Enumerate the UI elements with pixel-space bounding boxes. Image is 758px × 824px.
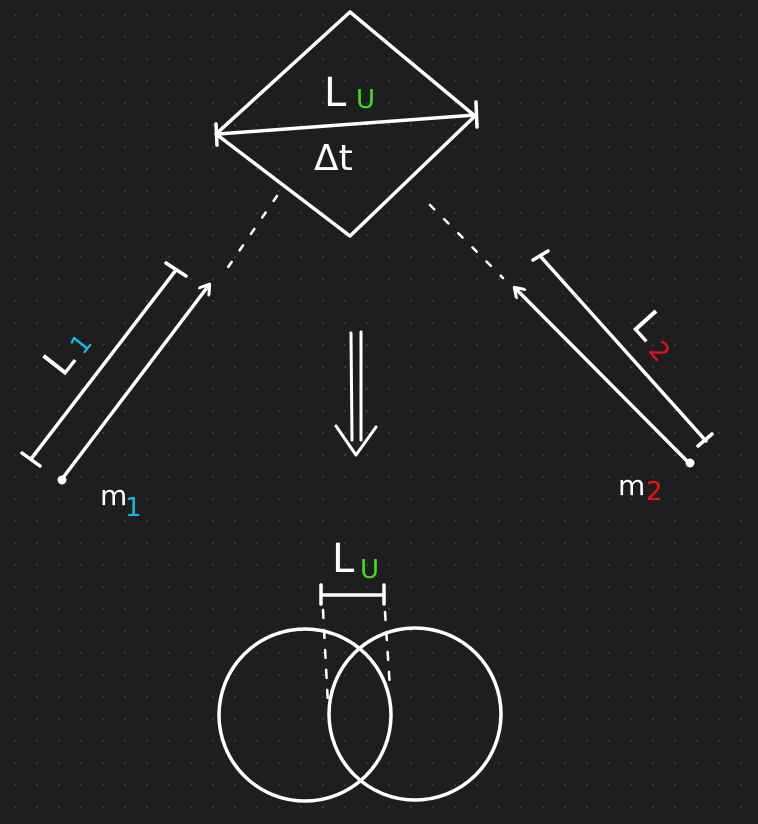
- mass-1-point: [57, 475, 67, 485]
- diamond-span-tick-left: [214, 122, 219, 147]
- right-body-circle: [327, 626, 503, 802]
- overlap-guide-left: [321, 608, 330, 707]
- left-length-tick-top: [164, 261, 188, 278]
- diamond-span-tick-right: [474, 100, 479, 129]
- diamond-span-line: [216, 113, 477, 136]
- right-motion-arrow: [515, 288, 691, 465]
- left-length-bar: [29, 268, 178, 461]
- diamond-shape: [214, 10, 477, 238]
- overlap-guide-right: [383, 610, 392, 690]
- diamond-length-subscript: U: [356, 85, 375, 115]
- mass-2-point: [685, 458, 695, 468]
- left-body-circle: [217, 627, 393, 803]
- left-motion-arrow: [60, 285, 209, 481]
- left-length-tick-bottom: [20, 451, 42, 468]
- mass-1-subscript: 1: [125, 493, 142, 523]
- mass-1-label: m: [100, 479, 127, 512]
- double-down-arrow-icon: [334, 330, 378, 457]
- right-length-tick-bottom: [696, 432, 714, 448]
- mass-2-label: m: [618, 469, 645, 502]
- left-dashed-connector: [220, 194, 279, 278]
- right-length-bar: [539, 255, 708, 443]
- overlap-length-label: L: [332, 536, 355, 582]
- mass-2-subscript: 2: [646, 477, 663, 507]
- right-dashed-connector: [428, 203, 505, 280]
- diamond-length-label: L: [324, 70, 347, 116]
- right-length-tick-top: [531, 249, 550, 262]
- overlap-length-subscript: U: [360, 555, 379, 585]
- time-interval-label: Δt: [314, 138, 353, 179]
